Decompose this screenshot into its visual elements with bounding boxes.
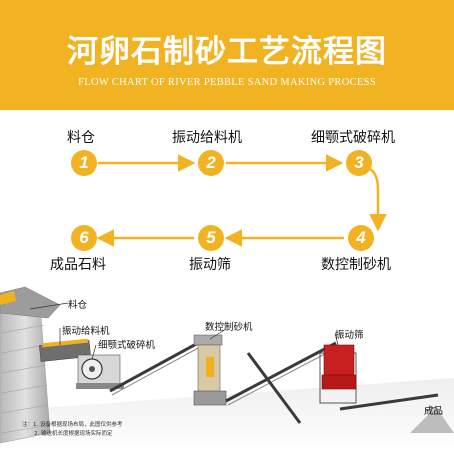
label-hopper: 料仓 — [68, 300, 88, 311]
note-1: 注：1. 设备根据现场布局，此图仅供参考 — [22, 422, 123, 428]
product-pile — [410, 407, 454, 433]
step-4-label: 数控制砂机 — [321, 257, 391, 273]
page-subtitle: FLOW CHART OF RIVER PEBBLE SAND MAKING P… — [78, 77, 376, 88]
hopper-top — [0, 286, 61, 319]
note-2: 2. 输送机长度根据现场实际而定 — [34, 431, 113, 437]
step-1-label: 料仓 — [67, 130, 95, 146]
step-6-label: 成品石料 — [50, 257, 106, 273]
step-5-badge: 5 — [198, 225, 224, 251]
header-banner: 河卵石制砂工艺流程图 FLOW CHART OF RIVER PEBBLE SA… — [0, 0, 454, 110]
step-3-label: 细颚式破碎机 — [311, 130, 395, 146]
label-product: 成品 — [424, 406, 444, 417]
conveyor-return — [246, 352, 302, 424]
conveyor-1 — [109, 341, 199, 393]
conveyor-2 — [225, 341, 337, 403]
screen-body — [323, 344, 355, 376]
feeder-tray — [41, 338, 89, 348]
sand-maker-base — [193, 390, 227, 406]
process-flow: 料仓 1 振动给料机 2 细颚式破碎机 3 4 数控制砂机 5 振动筛 6 成品… — [0, 110, 454, 290]
conveyor-3 — [339, 393, 439, 411]
ground — [0, 378, 454, 454]
step-1-badge: 1 — [71, 150, 97, 176]
label-feeder: 振动给料机 — [62, 326, 110, 337]
step-2-label: 振动给料机 — [172, 130, 242, 146]
step-4-badge: 4 — [348, 225, 374, 251]
silo-bricks — [1, 324, 50, 434]
step-5-label: 振动筛 — [189, 257, 231, 273]
equipment-illustration: 料仓 振动给料机 细颚式破碎机 数控制砂机 振动筛 成品 注：1. 设备根据现场… — [0, 283, 454, 454]
step-2-badge: 2 — [198, 150, 224, 176]
equipment-drawing — [0, 286, 454, 454]
hopper-accent — [0, 291, 16, 305]
leader-lines — [29, 302, 437, 412]
label-crusher: 细颚式破碎机 — [98, 340, 156, 351]
step-6-badge: 6 — [71, 225, 97, 251]
label-screen: 振动筛 — [335, 330, 364, 341]
label-sand-maker: 数控制砂机 — [205, 322, 253, 333]
page-title: 河卵石制砂工艺流程图 — [67, 34, 387, 70]
crusher-base — [76, 383, 124, 389]
arrow-3-4 — [367, 166, 387, 232]
sand-maker-top — [193, 334, 223, 346]
step-3-badge: 3 — [346, 150, 372, 176]
